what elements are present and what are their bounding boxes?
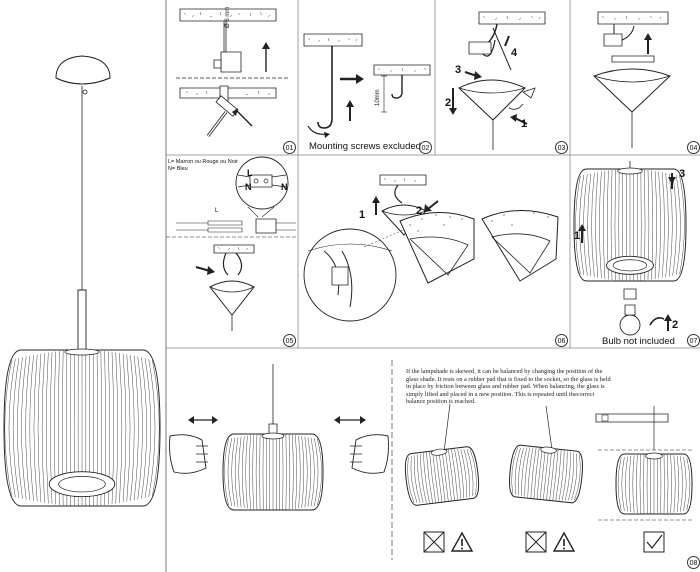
drill-size-label: Ø 6 mm: [225, 6, 231, 28]
panel-02-hook-mounting: [298, 0, 435, 138]
wire-side-label-N: N: [281, 182, 288, 192]
cross-box-icon: [525, 531, 547, 553]
step-badge-08: 08: [687, 556, 700, 569]
step-badge-01: 01: [283, 141, 296, 154]
wire-side-label-L: L: [215, 208, 219, 214]
warning-triangle-icon: [552, 531, 576, 553]
wire-legend-line2: N= Bleu: [168, 166, 188, 172]
step-badge-04: 04: [687, 141, 700, 154]
step-03-number-1: 1: [521, 118, 528, 130]
step-07-number-2: 2: [672, 319, 679, 331]
step-03-number-2: 2: [445, 97, 452, 109]
panel-05-wiring: [166, 155, 298, 348]
bulb-not-included-note: Bulb not included: [602, 336, 675, 347]
full-lamp-drawing: [0, 0, 166, 572]
hook-length-label: 10mm: [375, 89, 381, 106]
step-03-number-4: 4: [511, 47, 518, 59]
check-box-icon: [643, 531, 665, 553]
wire-legend-line1: L= Marron ou Rouge ou Noir: [168, 159, 238, 165]
warning-triangle-icon: [450, 531, 474, 553]
wire-label-L: L: [247, 168, 253, 178]
balancing-instructions: If the lampshade is skewed, it can be ba…: [406, 368, 611, 406]
step-07-number-1: 1: [574, 230, 581, 242]
step-badge-05: 05: [283, 334, 296, 347]
balancing-examples: [392, 348, 700, 560]
panel-06-canopy-fix: [298, 155, 570, 348]
cross-box-icon: [423, 531, 445, 553]
mounting-screws-note: Mounting screws excluded: [309, 141, 421, 152]
panel-03-canopy-hang: [449, 0, 570, 155]
step-06-number-1: 1: [359, 209, 366, 221]
panel-04-canopy-attach: [570, 0, 700, 155]
step-06-number-2: 2: [416, 205, 423, 217]
step-badge-06: 06: [555, 334, 568, 347]
wire-label-N: N: [245, 182, 252, 192]
hands-balancing-drawing: [166, 348, 392, 560]
step-07-number-3: 3: [679, 168, 686, 180]
panel-07-shade-bulb: [570, 155, 700, 348]
step-badge-07: 07: [687, 334, 700, 347]
panel-01-drilling: [166, 0, 298, 155]
step-03-number-3: 3: [455, 64, 462, 76]
step-badge-03: 03: [555, 141, 568, 154]
step-badge-02: 02: [419, 141, 432, 154]
